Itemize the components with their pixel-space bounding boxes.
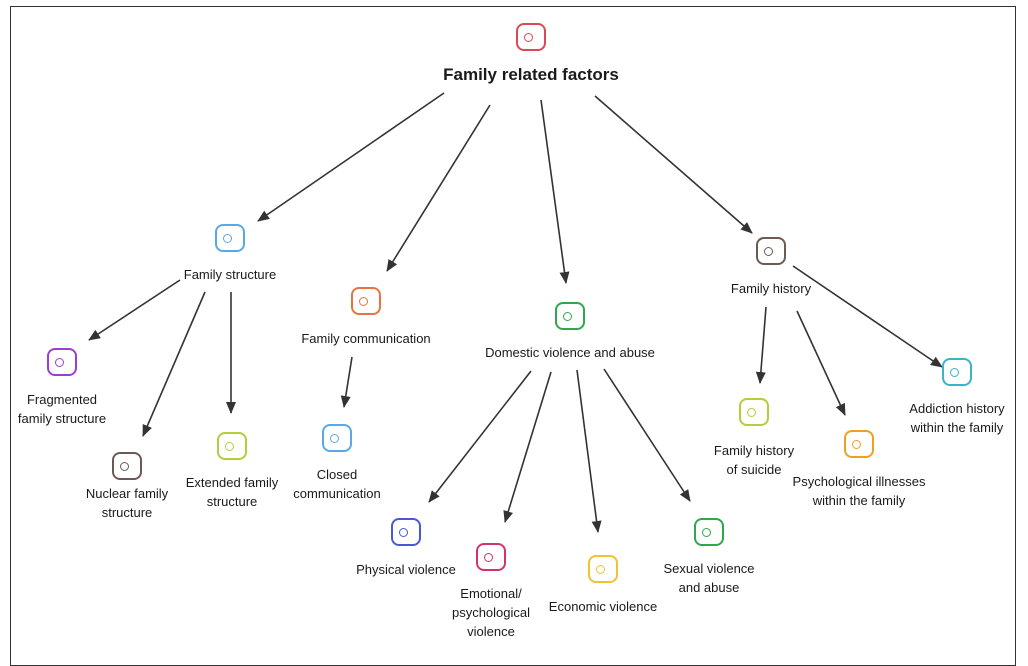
node-label-line: Closed [316, 467, 358, 482]
node-icon [351, 287, 381, 315]
node-icon-dot [225, 441, 234, 451]
node-label-line: Addiction history [909, 401, 1005, 416]
node-label-line: within the family [812, 493, 906, 508]
node-label-line: structure [206, 494, 258, 509]
node-label-line: Fragmented [26, 392, 98, 407]
node-label: Extended family structure [186, 473, 279, 511]
node-label: Family structure [184, 265, 276, 284]
node-label-line: Family structure [183, 267, 277, 282]
node-icon [322, 424, 352, 452]
node-icon-dot [120, 461, 129, 471]
node-label: Domestic violence and abuse [485, 343, 655, 362]
node-icon [588, 555, 618, 583]
node-label-line: Family history [713, 443, 795, 458]
node-label-line: Economic violence [548, 599, 658, 614]
node-icon-dot [359, 296, 368, 306]
node-label-line: Family communication [301, 331, 431, 346]
node-label: Addiction history within the family [909, 399, 1004, 437]
node-icon-dot [747, 407, 756, 417]
node-label-line: Extended family [185, 475, 279, 490]
node-icon [756, 237, 786, 265]
node-icon [844, 430, 874, 458]
node-label: Family history of suicide [714, 441, 794, 479]
node-label-line: and abuse [678, 580, 740, 595]
node-label-line: Family history [730, 281, 812, 296]
node-label-line: Domestic violence and abuse [485, 345, 655, 360]
node-label-line: Physical violence [356, 562, 456, 577]
node-icon-dot [399, 527, 408, 537]
node-icon-dot [55, 357, 64, 367]
node-label: Family communication [301, 329, 430, 348]
node-label-line: Psychological illnesses [792, 474, 926, 489]
node-label-line: psychological [451, 605, 531, 620]
node-icon-dot [764, 246, 773, 256]
node-label: Sexual violence and abuse [663, 559, 754, 597]
node-label-line: violence [467, 624, 515, 639]
node-label: Physical violence [356, 560, 456, 579]
node-label-line: Sexual violence [663, 561, 755, 576]
node-label: Family history [731, 279, 811, 298]
node-label-line: family structure [17, 411, 107, 426]
node-icon [694, 518, 724, 546]
node-icon [476, 543, 506, 571]
node-icon [112, 452, 142, 480]
node-icon [739, 398, 769, 426]
node-icon-dot [596, 564, 605, 574]
node-icon [555, 302, 585, 330]
node-label: Nuclear family structure [86, 484, 168, 522]
node-label: Fragmented family structure [18, 390, 106, 428]
node-label-line: Emotional/ [460, 586, 522, 601]
node-icon [47, 348, 77, 376]
node-icon [215, 224, 245, 252]
node-label: Emotional/psychological violence [452, 584, 530, 641]
node-label-line: communication [293, 486, 381, 501]
node-icon-dot [950, 367, 959, 377]
node-label-line: Family related factors [443, 65, 619, 84]
node-label-line: within the family [910, 420, 1004, 435]
node-label: Economic violence [549, 597, 657, 616]
node-icon-dot [524, 32, 533, 42]
node-icon-dot [702, 527, 711, 537]
node-label-line: Nuclear family [85, 486, 169, 501]
node-icon [942, 358, 972, 386]
node-icon [516, 23, 546, 51]
node-icon-dot [484, 552, 493, 562]
node-icon-dot [223, 233, 232, 243]
root-label: Family related factors [443, 64, 619, 86]
node-icon-dot [852, 439, 861, 449]
node-label: Psychological illnesses within the family [793, 472, 926, 510]
node-label: Closed communication [293, 465, 380, 503]
node-icon-dot [330, 433, 339, 443]
node-icon [391, 518, 421, 546]
node-icon-dot [563, 311, 572, 321]
node-icon [217, 432, 247, 460]
diagram-frame [10, 6, 1016, 666]
node-label-line: structure [101, 505, 153, 520]
node-label-line: of suicide [726, 462, 782, 477]
